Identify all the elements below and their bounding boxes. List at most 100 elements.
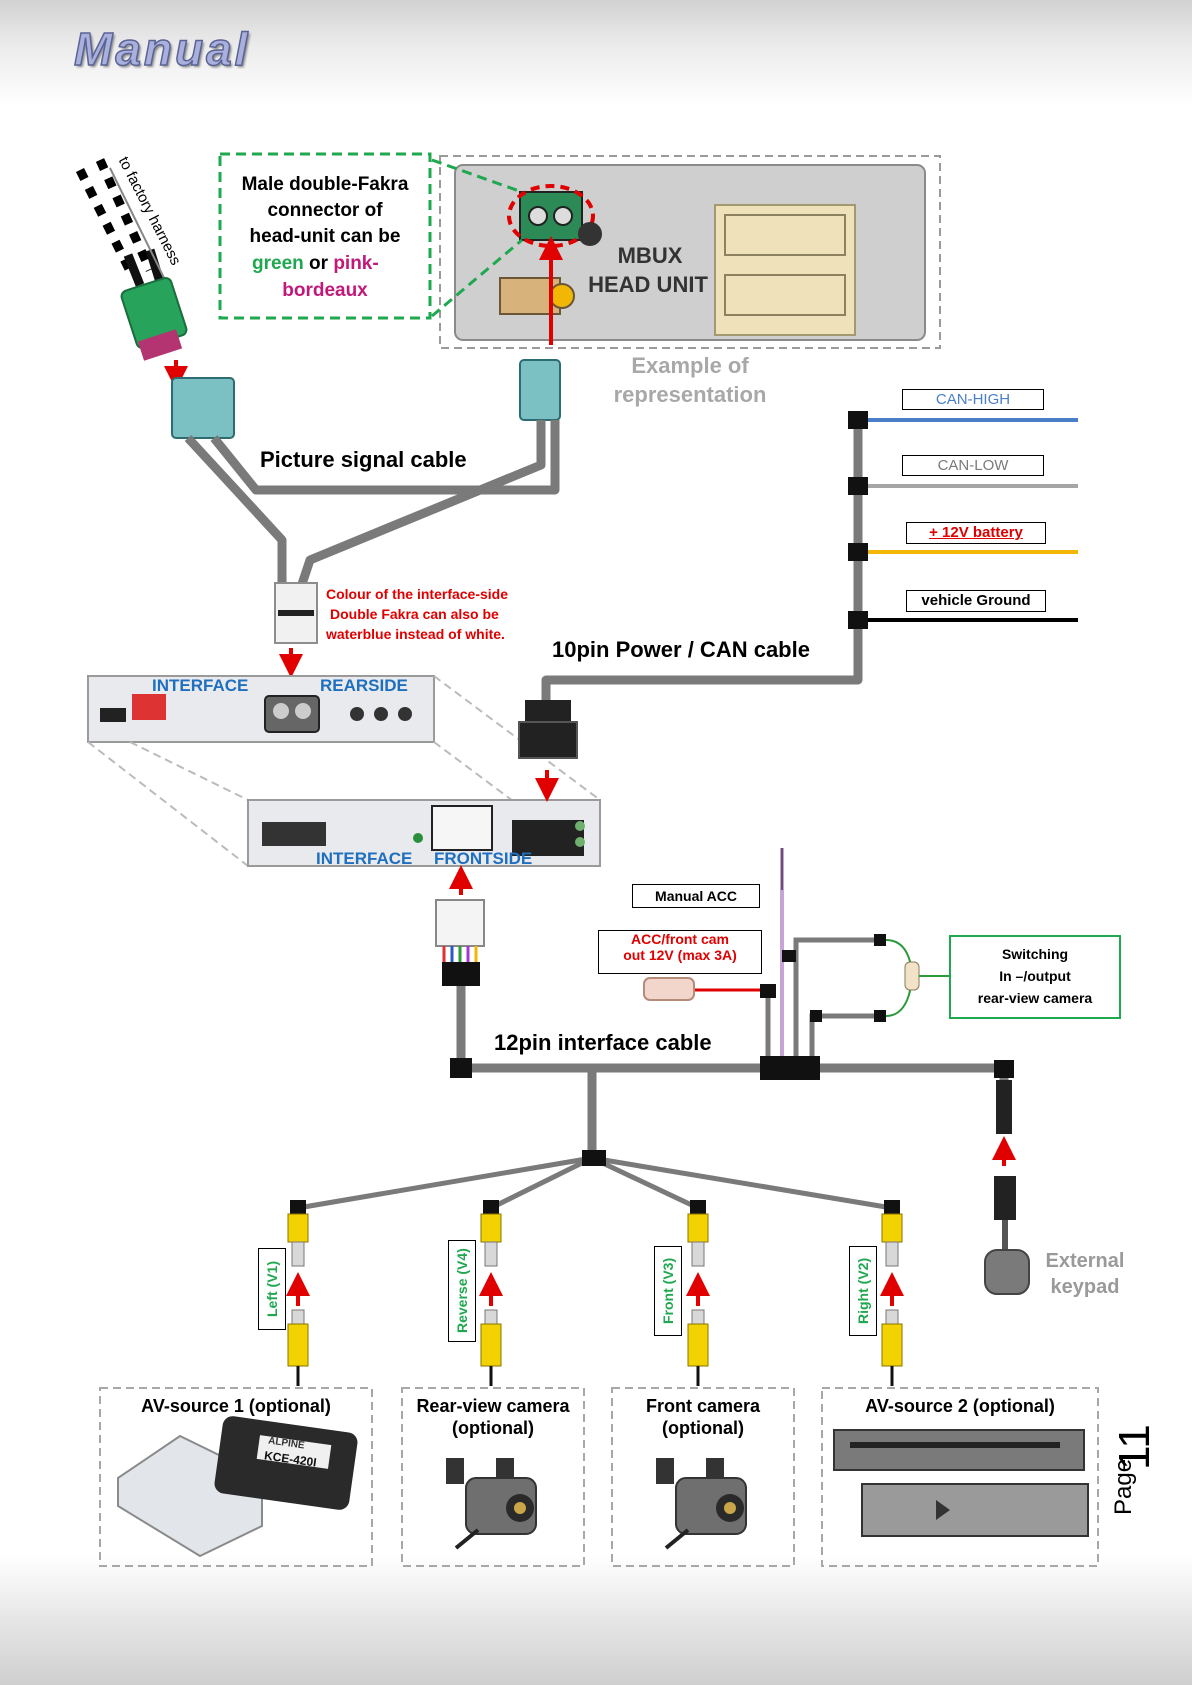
play-icon — [936, 1500, 950, 1520]
inline-fuse-icon — [904, 961, 920, 991]
interface-cable-label: 12pin interface cable — [494, 1030, 712, 1055]
wire-terminal — [810, 1010, 822, 1022]
led-icon — [350, 707, 364, 721]
fakra-note-line-1: Male double-Fakra — [241, 174, 409, 195]
dvd-player-device — [833, 1429, 1085, 1471]
manual-acc-label: Manual ACC — [632, 884, 760, 908]
12pin-interface-cable — [456, 986, 1009, 1158]
led-icon — [398, 707, 412, 721]
cable-junction — [994, 1060, 1014, 1078]
fakra-latch — [278, 610, 314, 616]
video-input-cables — [297, 1155, 893, 1211]
colour-note-line-1: Colour of the interface-side — [326, 586, 509, 602]
usb-port-icon — [100, 708, 126, 722]
video-input-v3: Front (V3) — [654, 1246, 682, 1336]
fakra-note-or: or — [309, 253, 329, 274]
cable-junction — [450, 1058, 472, 1078]
rear-camera-label-1: Rear-view camera — [416, 1396, 570, 1416]
cable-junction — [582, 1150, 606, 1166]
picture-signal-cable — [184, 420, 560, 592]
fakra-note-line-4: green or pink- — [252, 253, 379, 275]
ground-label: vehicle Ground — [906, 590, 1046, 612]
alpine-label — [256, 1435, 332, 1469]
dvd-slot — [850, 1442, 1060, 1448]
fuse-holder-icon — [643, 977, 695, 1001]
rca-set-v3 — [686, 1200, 710, 1386]
switching-label-3: rear-view camera — [977, 990, 1093, 1006]
port-icon — [553, 206, 573, 226]
dip-switch-icon — [132, 694, 166, 720]
front-camera-box — [611, 1387, 795, 1567]
video-input-v2: Right (V2) — [849, 1246, 877, 1336]
interface-rear-label-1: INTERFACE — [152, 676, 249, 695]
head-unit-side-fakra — [519, 359, 561, 421]
rca-set-v1 — [286, 1200, 310, 1386]
head-unit-port — [549, 283, 575, 309]
factory-harness-wires — [75, 158, 171, 291]
highlight-circle — [507, 184, 595, 248]
acc-front-label: ACC/front cam out 12V (max 3A) — [598, 930, 762, 974]
head-unit-label-2: HEAD UNIT — [588, 272, 708, 297]
head-unit-yellow-connector — [714, 204, 856, 336]
wire-terminal — [848, 477, 868, 495]
media-receiver-device — [861, 1483, 1089, 1537]
rear-camera-icon — [446, 1458, 537, 1550]
av-source-2-label: AV-source 2 (optional) — [865, 1396, 1055, 1416]
fakra-note-line-2: connector of — [267, 200, 383, 221]
12pin-plug-tail — [442, 962, 480, 986]
interface-rear-label-2: REARSIDE — [320, 676, 408, 695]
rear-camera-label-2: (optional) — [452, 1418, 534, 1438]
led-icon — [575, 837, 585, 847]
switching-wires — [793, 937, 880, 1056]
acc-front-label-1: ACC/front cam — [630, 931, 729, 947]
head-unit-label-1: MBUX — [617, 243, 683, 268]
head-unit-connector-slots — [724, 214, 846, 316]
header-band — [0, 0, 1192, 105]
interface-front-label-2: FRONTSIDE — [434, 849, 533, 868]
wire-terminal — [782, 950, 796, 962]
port-icon — [295, 703, 311, 719]
fakra-note-green: green — [252, 253, 304, 274]
power-can-cable-label: 10pin Power / CAN cable — [552, 637, 810, 662]
av-source-2-box — [821, 1387, 1099, 1567]
picture-signal-cable-label: Picture signal cable — [260, 447, 467, 472]
led-icon — [413, 833, 423, 843]
wire-terminal — [848, 411, 868, 429]
rear-fakra-port — [264, 695, 320, 733]
switching-label-2: In –/output — [999, 968, 1071, 984]
rca-set-v2 — [880, 1200, 904, 1386]
video-input-v4: Reverse (V4) — [448, 1240, 476, 1342]
head-unit-knob — [578, 222, 602, 246]
led-icon — [575, 821, 585, 831]
keypad-plug — [996, 1080, 1012, 1134]
battery-label: + 12V battery — [906, 522, 1046, 544]
av-source-1-box — [99, 1387, 373, 1567]
av-source-1-label: AV-source 1 (optional) — [141, 1396, 331, 1416]
fakra-note-box — [218, 152, 432, 320]
port-icon — [528, 206, 548, 226]
keypad-label-2: keypad — [1050, 1276, 1120, 1298]
wire-terminal — [760, 984, 776, 998]
interface-front-label-1: INTERFACE — [316, 849, 413, 868]
rca-set-v4 — [479, 1200, 503, 1386]
footer-band — [0, 1555, 1192, 1685]
colour-note-line-2: Double Fakra can also be — [330, 606, 499, 622]
10pin-port — [512, 820, 584, 856]
video-input-v1: Left (V1) — [258, 1248, 286, 1330]
wire-terminal — [848, 611, 868, 629]
wire-terminal — [874, 934, 886, 946]
factory-fakra-tip — [137, 329, 183, 361]
10pin-plug-body — [518, 721, 578, 759]
example-label-1: Example of — [631, 353, 749, 378]
wire-terminal — [874, 1010, 886, 1022]
fakra-note-line-5: bordeaux — [282, 280, 368, 301]
12pin-plug — [435, 899, 485, 947]
harness-side-fakra — [171, 377, 235, 439]
front-camera-icon — [656, 1458, 747, 1550]
colour-note-line-3: waterblue instead of white. — [326, 626, 505, 642]
switching-label-1: Switching — [1001, 946, 1069, 962]
keypad-cable-plug — [994, 1176, 1016, 1220]
page-title: Manual — [73, 22, 251, 76]
port-icon — [273, 703, 289, 719]
